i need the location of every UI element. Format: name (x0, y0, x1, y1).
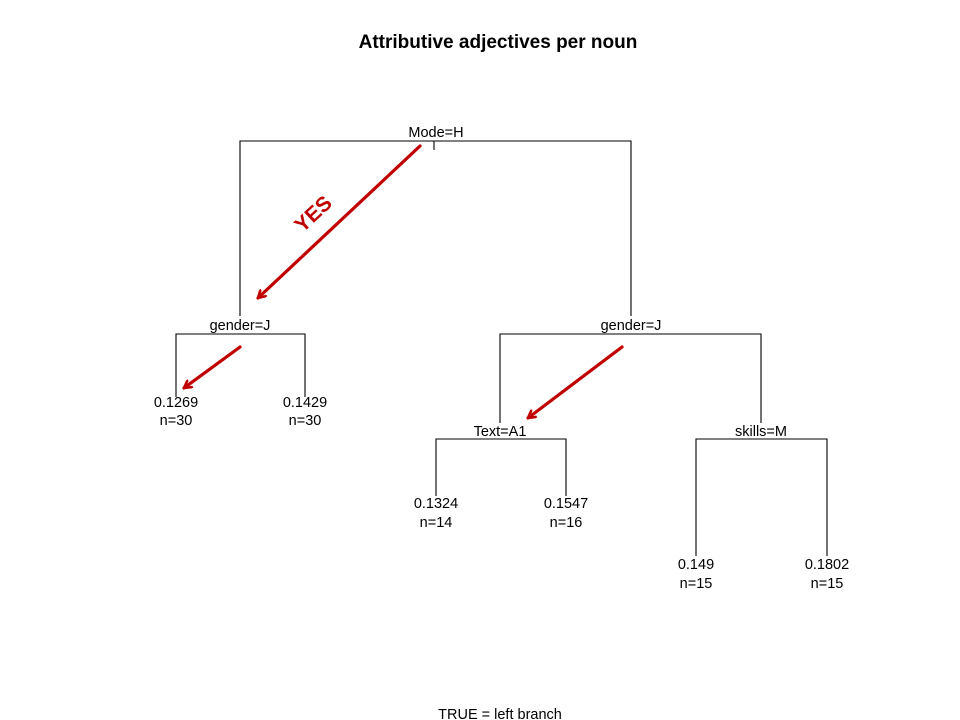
split-label-skills: skills=M (735, 424, 787, 440)
leaf-count: n=30 (289, 413, 322, 429)
leaf-count: n=16 (550, 515, 583, 531)
leaf-node: 0.1547 n=16 (544, 496, 588, 531)
leaf-count: n=30 (160, 413, 193, 429)
split-label-left: gender=J (210, 318, 271, 334)
split-label-root: Mode=H (408, 125, 463, 141)
footer-note: TRUE = left branch (438, 707, 562, 720)
leaf-count: n=15 (811, 576, 844, 592)
leaf-node: 0.149 n=15 (678, 557, 714, 592)
right-left-branch (435, 438, 567, 496)
annotation-arrow-yes (256, 144, 422, 300)
leaf-count: n=14 (420, 515, 453, 531)
annotation-arrow-left-leaf (182, 345, 242, 390)
leaf-value: 0.1324 (414, 496, 458, 512)
leaf-count: n=15 (680, 576, 713, 592)
right-right-branch (695, 438, 828, 556)
chart-title: Attributive adjectives per noun (359, 32, 638, 53)
leaf-value: 0.1429 (283, 395, 327, 411)
right-branch (499, 333, 762, 423)
leaf-value: 0.149 (678, 557, 714, 573)
leaf-value: 0.1802 (805, 557, 849, 573)
split-label-text: Text=A1 (474, 424, 527, 440)
leaf-value: 0.1269 (154, 395, 198, 411)
split-label-right: gender=J (601, 318, 662, 334)
left-branch (175, 333, 306, 397)
leaf-node: 0.1429 n=30 (283, 395, 327, 429)
leaf-node: 0.1324 n=14 (414, 496, 458, 531)
annotation-arrow-text-split (526, 345, 624, 420)
leaf-node: 0.1802 n=15 (805, 557, 849, 592)
leaf-node: 0.1269 n=30 (154, 395, 198, 429)
leaf-value: 0.1547 (544, 496, 588, 512)
root-branch (239, 140, 632, 316)
